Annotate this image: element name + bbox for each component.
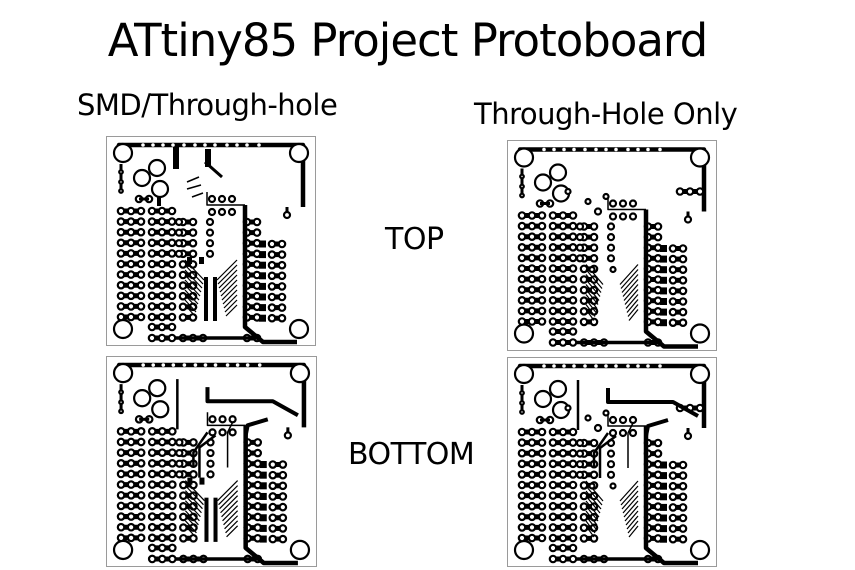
column-label-smd: SMD/Through-hole xyxy=(77,88,338,122)
row-label-bottom: BOTTOM xyxy=(348,437,475,472)
pcb-smd-bottom xyxy=(106,356,317,567)
column-label-through-hole: Through-Hole Only xyxy=(474,97,738,131)
row-label-top: TOP xyxy=(385,222,444,257)
page-title: ATtiny85 Project Protoboard xyxy=(107,14,708,67)
pcb-through-hole-bottom xyxy=(507,357,717,567)
pcb-smd-top xyxy=(106,136,316,346)
pcb-through-hole-top xyxy=(507,140,717,351)
